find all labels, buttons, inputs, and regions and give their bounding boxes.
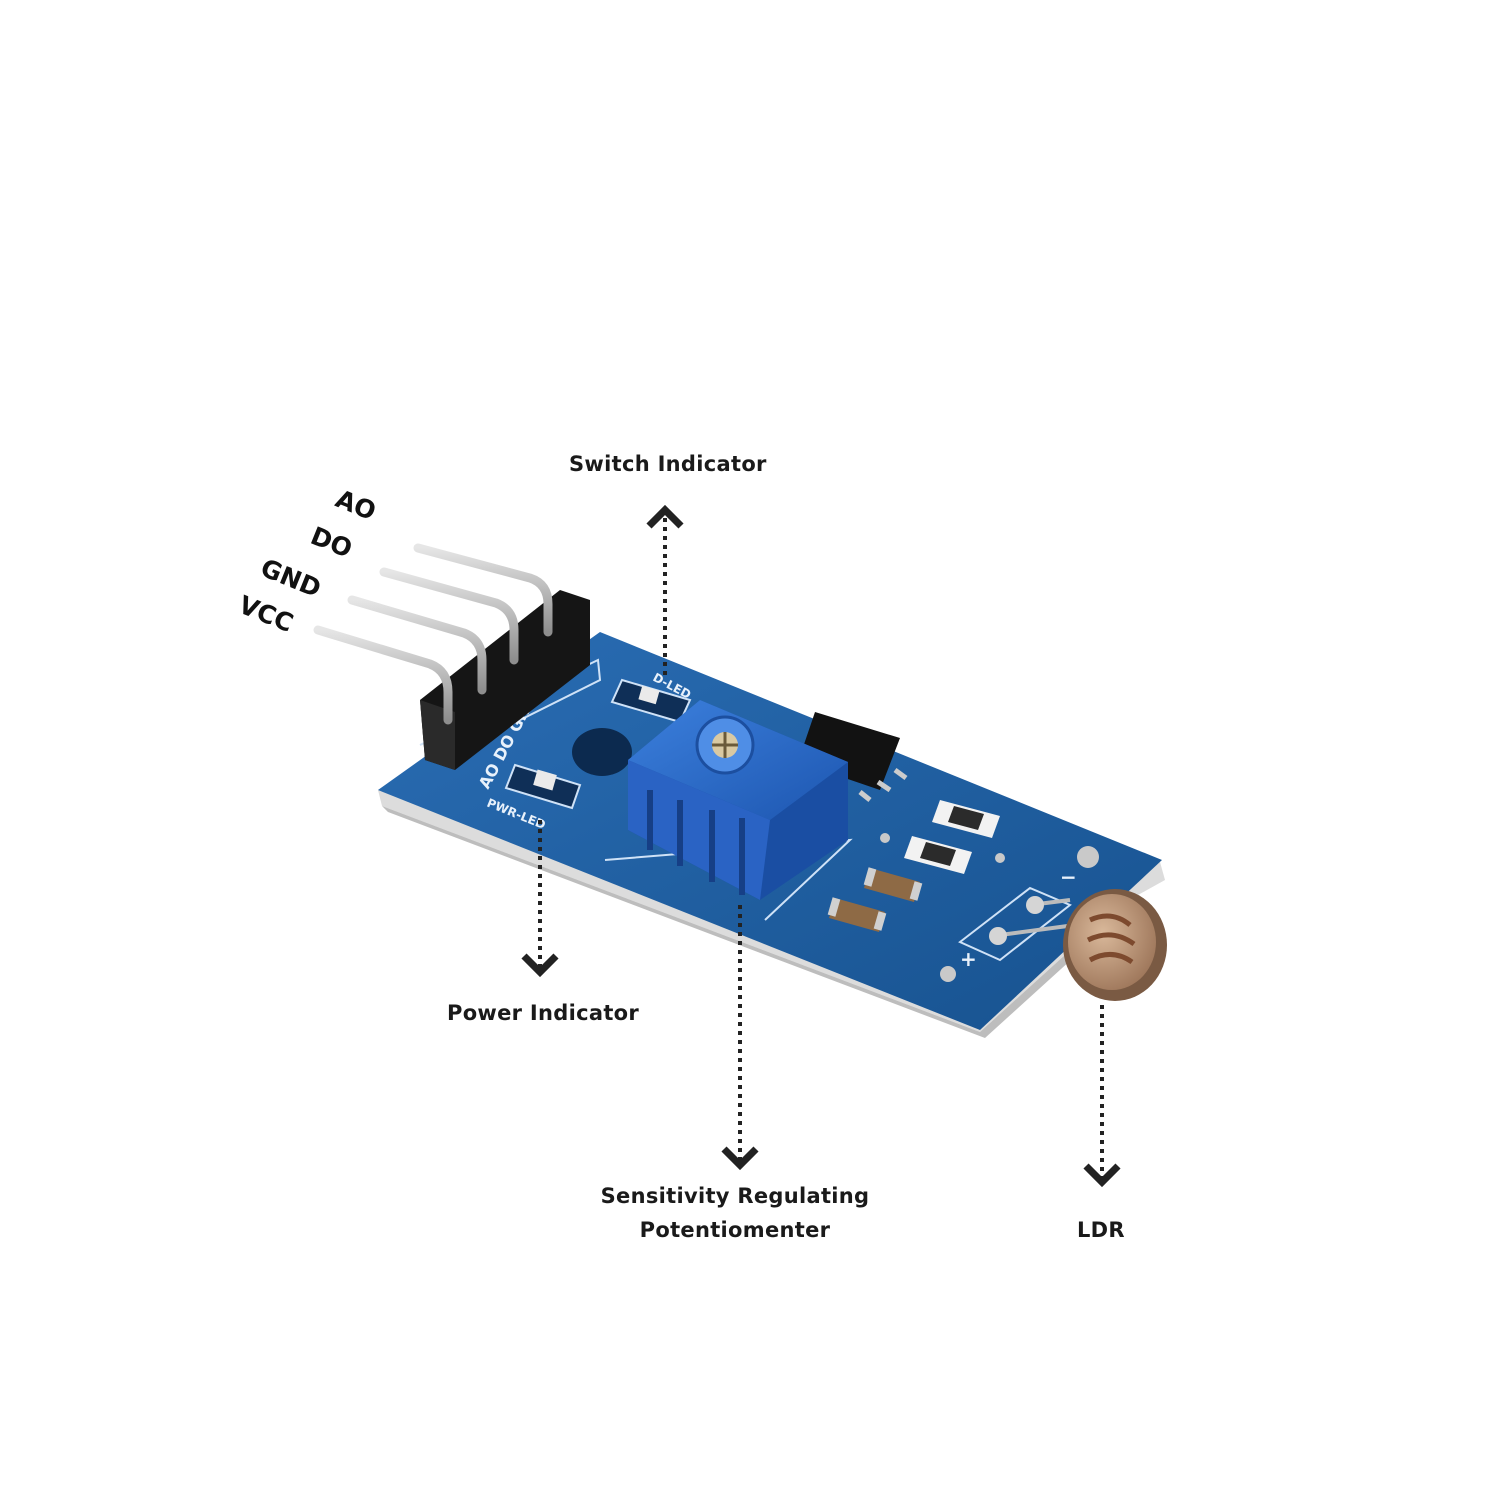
plus-silkscreen: +: [960, 947, 977, 971]
pin-ao: [413, 543, 553, 637]
via-2: [880, 833, 890, 843]
sensitivity-label-line2: Potentiomenter: [639, 1218, 831, 1242]
smd-components: [827, 800, 1000, 932]
mount-pad: [1077, 846, 1099, 868]
minus-silkscreen: −: [1060, 865, 1077, 889]
potentiometer: [628, 700, 848, 900]
pin-vcc: [313, 625, 453, 725]
ldr-outline: [958, 886, 1072, 962]
via: [995, 853, 1005, 863]
callout-lines: [521, 504, 1121, 1188]
mounting-hole: [572, 728, 632, 776]
power-led: [504, 763, 582, 810]
power-indicator-label: Power Indicator: [447, 1001, 640, 1025]
pin-gnd: [347, 595, 487, 695]
mount-pad-2: [940, 966, 956, 982]
switch-led: [610, 678, 692, 724]
ldr-label: LDR: [1077, 1218, 1125, 1242]
sensitivity-label-line1: Sensitivity Regulating: [600, 1184, 870, 1208]
pin-header: [313, 543, 590, 770]
ldr-sensor: [989, 889, 1167, 1001]
switch-indicator-label: Switch Indicator: [569, 452, 767, 476]
pin-do: [379, 567, 519, 665]
